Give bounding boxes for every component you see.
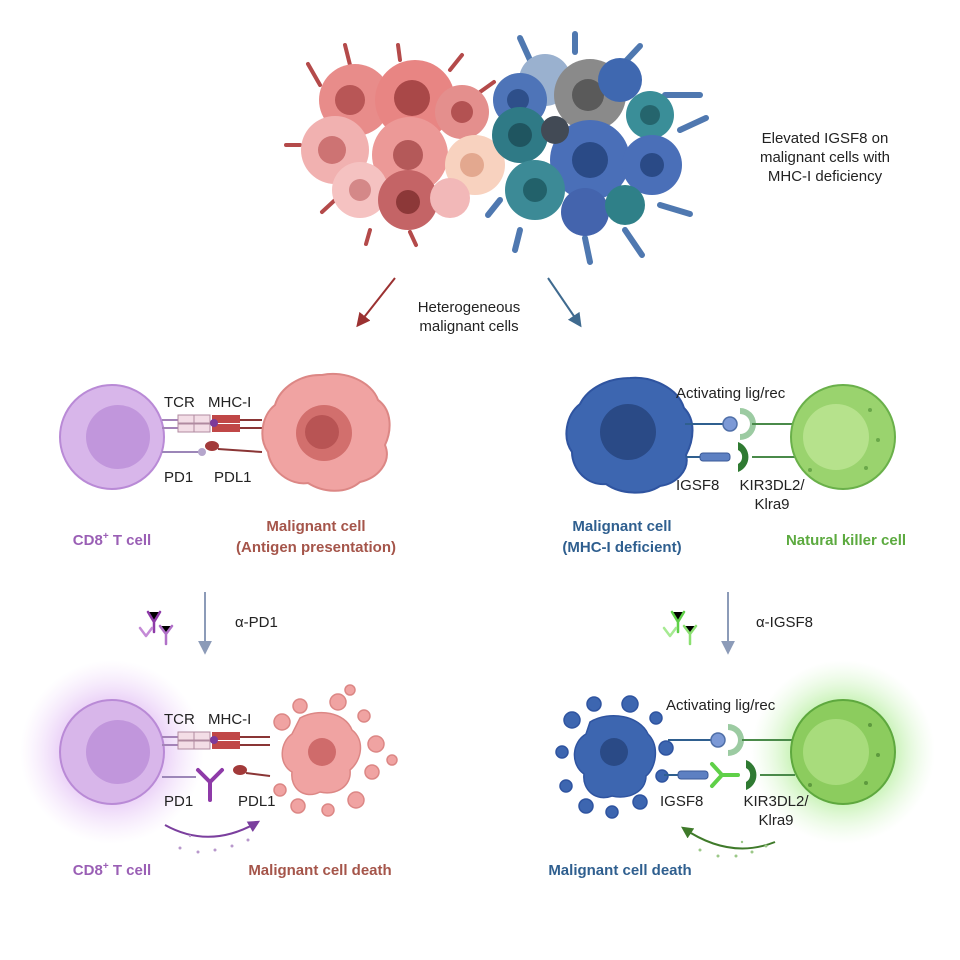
malignant-label-left-2: (Antigen presentation)	[236, 539, 396, 556]
malignant-nucleus-fragment-blue	[600, 738, 628, 766]
arrow-to-mhc-deficient	[547, 277, 582, 328]
tcell-label-bottom: CD8+ T cell	[73, 861, 151, 879]
pdl1-label-bottom: PDL1	[238, 793, 276, 810]
kir-label-bottom-2: Klra9	[758, 812, 793, 829]
malignant-nucleus-fragment-red	[308, 738, 336, 766]
death-label-right: Malignant cell death	[548, 862, 691, 879]
heterogeneous-label-1: Heterogeneous	[418, 299, 521, 316]
t-cell-bottom	[59, 699, 165, 805]
malignant-cell-mhc-deficient	[565, 376, 694, 494]
nk-cell-top	[790, 384, 896, 490]
heterogeneous-label-2: malignant cells	[419, 318, 518, 335]
annotation-line-1: Elevated IGSF8 on	[762, 130, 889, 147]
killing-particles-left	[178, 834, 250, 854]
mhc-label-bottom: MHC-I	[208, 711, 251, 728]
tumor-cluster	[284, 31, 709, 265]
antibody-icon-igsf8	[662, 610, 698, 646]
arrow-to-antigen-presenting	[356, 277, 396, 328]
pdl1-label-top: PDL1	[214, 469, 252, 486]
treatment-label-pd1: α-PD1	[235, 614, 278, 631]
activating-ligrec-top	[685, 408, 795, 440]
nk-label: Natural killer cell	[786, 532, 906, 549]
nk-cell-bottom	[790, 699, 896, 805]
annotation-line-3: MHC-I deficiency	[768, 168, 883, 185]
pd1-blocked-bottom	[162, 765, 271, 802]
killing-arrow-right	[681, 826, 776, 850]
kir-label-top-2: Klra9	[754, 496, 789, 513]
kir-label-top-1: KIR3DL2/	[739, 477, 805, 494]
killing-arrow-left	[164, 820, 261, 838]
pd1-label-bottom: PD1	[164, 793, 193, 810]
igsf8-blocked-bottom	[664, 760, 795, 790]
mhc-label-top: MHC-I	[208, 394, 251, 411]
antibody-icon-pd1	[138, 610, 174, 646]
annotation-line-2: malignant cells with	[760, 149, 890, 166]
malignant-label-right-1: Malignant cell	[572, 518, 671, 535]
activating-label-top: Activating lig/rec	[676, 385, 786, 402]
tcr-mhc-complex-top	[162, 414, 262, 433]
malignant-cell-antigen	[261, 372, 391, 492]
malignant-cell-fragmented-blue	[555, 695, 674, 819]
mhc-spikes-red	[284, 43, 496, 247]
igsf8-label-top: IGSF8	[676, 477, 719, 494]
death-label-left: Malignant cell death	[248, 862, 391, 879]
kir-label-bottom-1: KIR3DL2/	[743, 793, 809, 810]
malignant-label-right-2: (MHC-I deficient)	[562, 539, 681, 556]
igsf8-label-bottom: IGSF8	[660, 793, 703, 810]
red-malignant-cells	[301, 60, 505, 230]
activating-ligrec-bottom	[668, 724, 795, 756]
malignant-label-left-1: Malignant cell	[266, 518, 365, 535]
tcell-label-top: CD8+ T cell	[73, 531, 151, 549]
blue-malignant-cells	[492, 54, 682, 236]
pd1-pdl1-top	[162, 441, 263, 456]
t-cell-top	[59, 384, 165, 490]
activating-label-bottom: Activating lig/rec	[666, 697, 776, 714]
igsf8-kir-top	[686, 442, 795, 472]
killing-particles-right	[698, 840, 768, 858]
tcr-label-bottom: TCR	[164, 711, 195, 728]
tcr-label-top: TCR	[164, 394, 195, 411]
treatment-label-igsf8: α-IGSF8	[756, 614, 813, 631]
pd1-label-top: PD1	[164, 469, 193, 486]
tcr-mhc-complex-bottom	[162, 731, 270, 750]
